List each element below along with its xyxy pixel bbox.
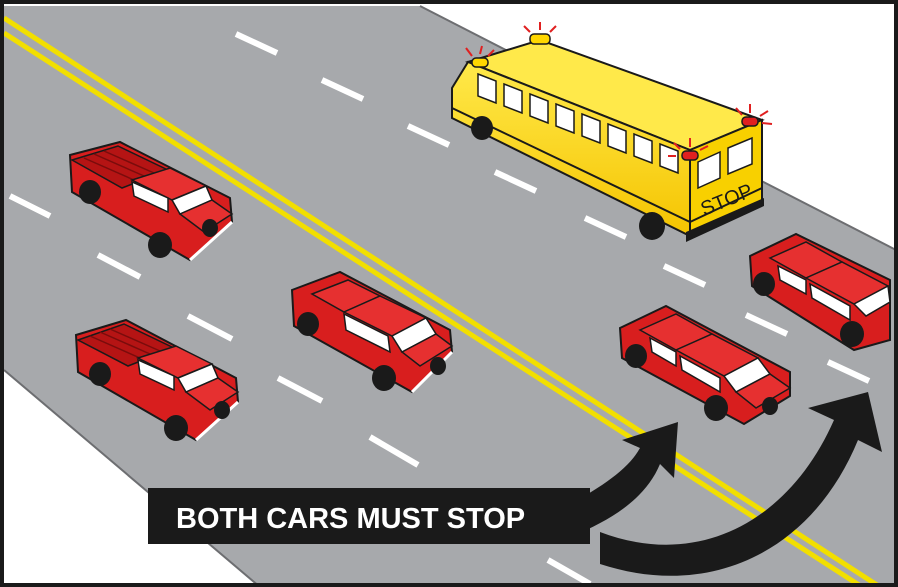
bus-wheel xyxy=(639,212,665,240)
caption-text: BOTH CARS MUST STOP xyxy=(176,503,525,535)
flasher-light xyxy=(682,151,698,160)
caption-banner: BOTH CARS MUST STOP xyxy=(148,488,590,544)
bus-wheel xyxy=(471,116,493,140)
flasher-light xyxy=(742,117,758,126)
